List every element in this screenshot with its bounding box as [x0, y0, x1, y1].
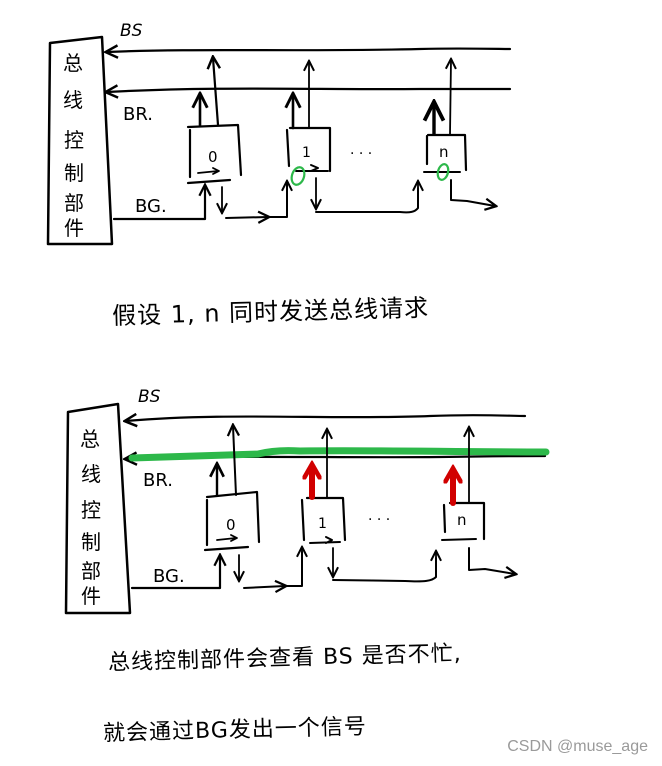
controller-char: 总 [63, 51, 83, 75]
watermark: CSDN @muse_age [507, 738, 648, 755]
device-label: 0 [208, 148, 218, 166]
controller-char: 件 [81, 584, 101, 608]
bus-controller-box [46, 35, 114, 246]
bs-label: BS [120, 21, 143, 41]
bg-label: BG. [135, 196, 167, 217]
controller-char: 件 [64, 216, 84, 240]
bs-line [126, 415, 527, 421]
bs-line [107, 49, 512, 52]
device-label: 1 [318, 516, 327, 532]
controller-char: 制 [81, 530, 101, 554]
bs-label: BS [138, 387, 161, 407]
device-0: 0 [186, 58, 287, 218]
controller-label: 总 线 控 制 部 件 [80, 427, 101, 608]
br-label: BR. [143, 470, 173, 491]
controller-char: 总 [80, 427, 100, 451]
bottom-diagram: 总 线 控 制 部 件 BS BR. BG. 0 [64, 387, 550, 615]
top-diagram: 总 线 控 制 部 件 BS BR. BG. 0 [46, 21, 512, 246]
device-0: 0 [203, 426, 302, 588]
device-label: 0 [226, 516, 236, 534]
device-1-highlight-circle [290, 166, 306, 186]
device-label: 1 [302, 145, 311, 161]
controller-char: 线 [81, 462, 101, 486]
device-label: n [457, 511, 467, 529]
device-n: n [424, 60, 495, 206]
br-highlight [128, 447, 550, 462]
bg-label: BG. [153, 566, 185, 587]
controller-label: 总 线 控 制 部 件 [63, 51, 84, 240]
br-line [107, 89, 512, 92]
bus-controller-box [64, 402, 132, 615]
controller-char: 控 [64, 128, 84, 152]
device-n-highlight-circle [436, 163, 450, 181]
controller-char: 部 [81, 559, 101, 583]
ellipsis: · · · [368, 512, 390, 528]
ellipsis: · · · [350, 146, 372, 162]
device-n: n [441, 428, 515, 574]
controller-char: 制 [64, 161, 84, 185]
controller-char: 控 [81, 498, 101, 522]
device-1: 1 [300, 430, 436, 583]
controller-char: 线 [63, 88, 83, 112]
device-1: 1 [287, 62, 418, 214]
controller-char: 部 [64, 191, 84, 215]
br-label: BR. [123, 104, 153, 125]
device-label: n [439, 143, 449, 161]
